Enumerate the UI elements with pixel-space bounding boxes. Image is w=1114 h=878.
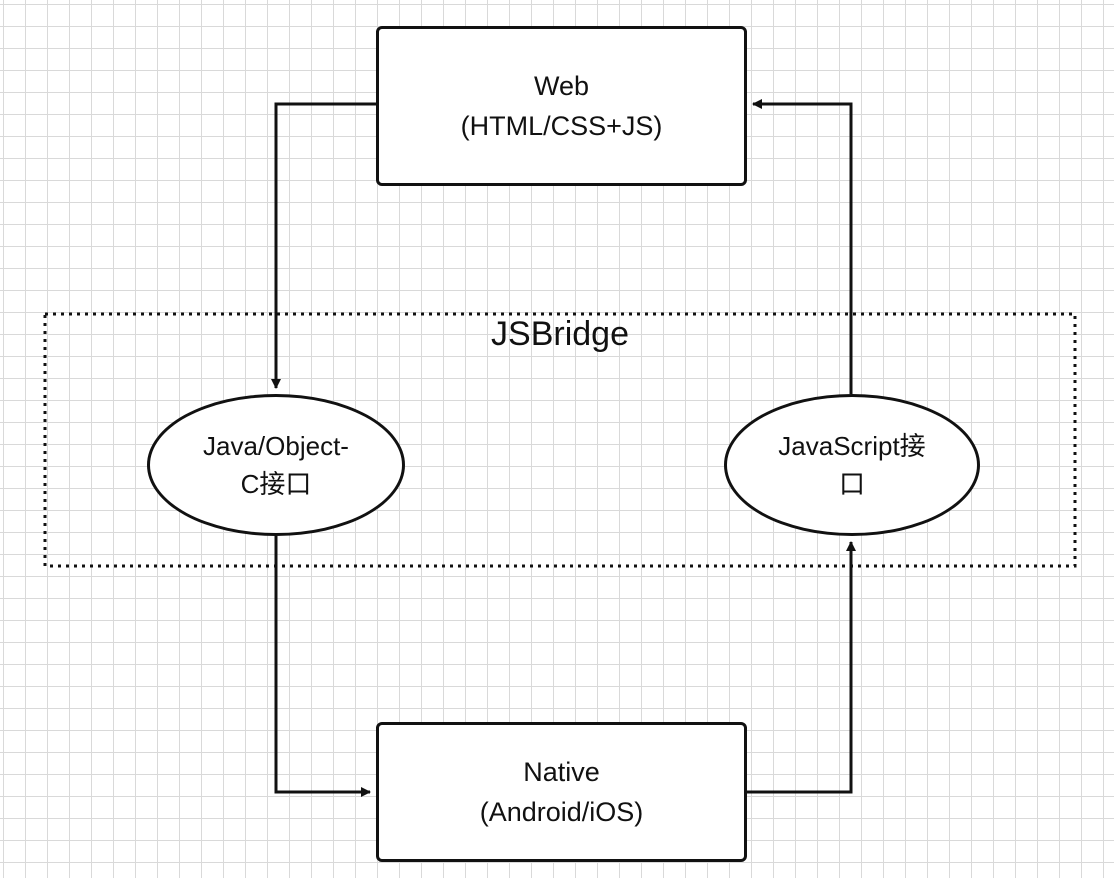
java-interface-line2: C接口 — [240, 469, 312, 499]
native-node: Native (Android/iOS) — [376, 722, 747, 862]
java-interface-node: Java/Object- C接口 — [147, 394, 405, 536]
web-node: Web (HTML/CSS+JS) — [376, 26, 747, 186]
native-to-js-arrow — [747, 541, 856, 794]
native-node-subtitle: (Android/iOS) — [479, 797, 644, 827]
js-to-web-arrow — [752, 99, 853, 394]
jsbridge-label: JSBridge — [491, 315, 629, 353]
web-node-title: Web — [533, 71, 590, 101]
java-to-native-arrow — [274, 536, 371, 797]
native-node-title: Native — [523, 757, 600, 787]
web-node-subtitle: (HTML/CSS+JS) — [460, 111, 663, 141]
javascript-interface-line1: JavaScript接 — [778, 431, 926, 461]
web-to-java-arrow — [271, 102, 376, 389]
javascript-interface-line2: 口 — [838, 469, 865, 499]
javascript-interface-node: JavaScript接 口 — [724, 394, 980, 536]
jsbridge-boundary — [43, 312, 1077, 568]
java-interface-line1: Java/Object- — [203, 431, 349, 461]
